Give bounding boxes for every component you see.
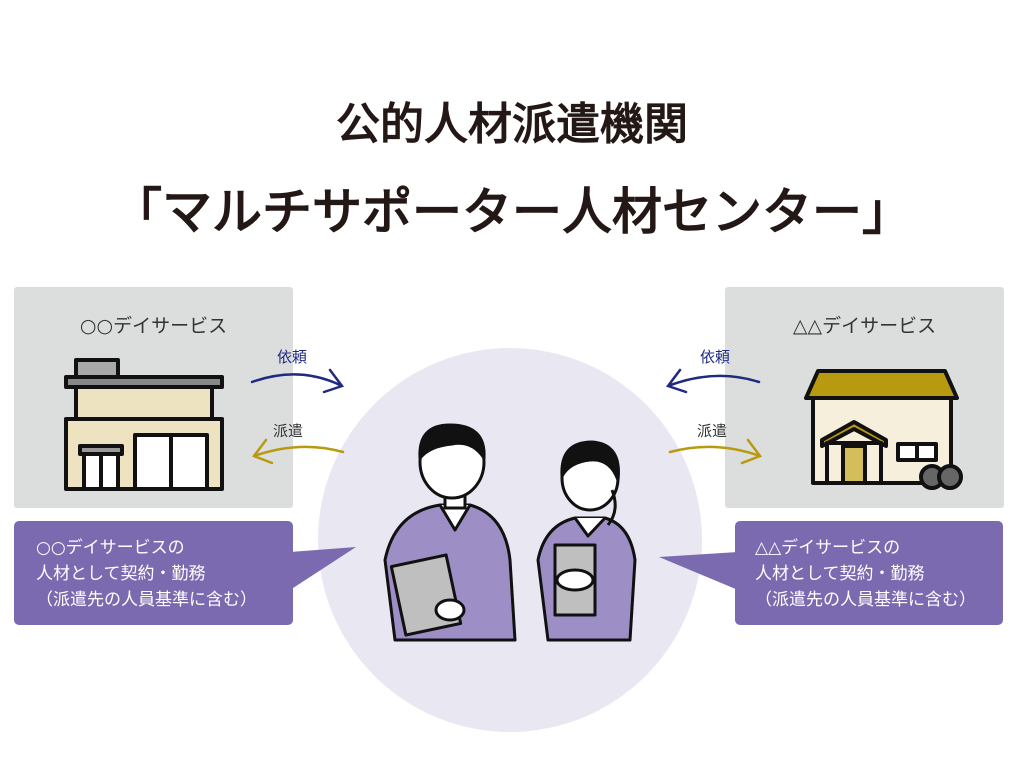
left-request-arrow: [250, 368, 345, 394]
right-request-label: 依頼: [700, 348, 731, 366]
title-line2: 「マルチサポーター人材センター」: [112, 183, 912, 241]
left-request-label: 依頼: [277, 348, 308, 366]
title-line1: 公的人材派遣機関: [336, 99, 688, 150]
left-dispatch-label: 派遣: [273, 422, 304, 440]
callout-line: ○○デイサービスの: [36, 538, 185, 558]
house-icon: [804, 369, 963, 490]
right-dispatch-arrow: [668, 438, 762, 465]
callout-line: 人材として契約・勤務: [755, 564, 925, 584]
female-worker-icon: [536, 440, 637, 642]
right-dispatch-label: 派遣: [697, 422, 728, 440]
right-callout-tail: [659, 552, 738, 590]
left-callout-tail: [290, 547, 356, 590]
callout-line: △△デイサービスの: [755, 538, 901, 558]
left-callout: ○○デイサービスの 人材として契約・勤務 （派遣先の人員基準に含む）: [14, 521, 293, 625]
callout-line: 人材として契約・勤務: [36, 564, 206, 584]
right-callout: △△デイサービスの 人材として契約・勤務 （派遣先の人員基準に含む）: [735, 521, 1003, 625]
building-icon: [64, 358, 224, 491]
left-facility-name: ○○デイサービス: [79, 315, 228, 337]
male-worker-icon: [383, 423, 517, 642]
right-facility-name: △△デイサービス: [792, 315, 937, 337]
callout-line: （派遣先の人員基準に含む）: [36, 590, 257, 610]
right-request-arrow: [665, 368, 761, 394]
callout-line: （派遣先の人員基準に含む）: [755, 590, 976, 610]
left-dispatch-arrow: [252, 438, 345, 465]
